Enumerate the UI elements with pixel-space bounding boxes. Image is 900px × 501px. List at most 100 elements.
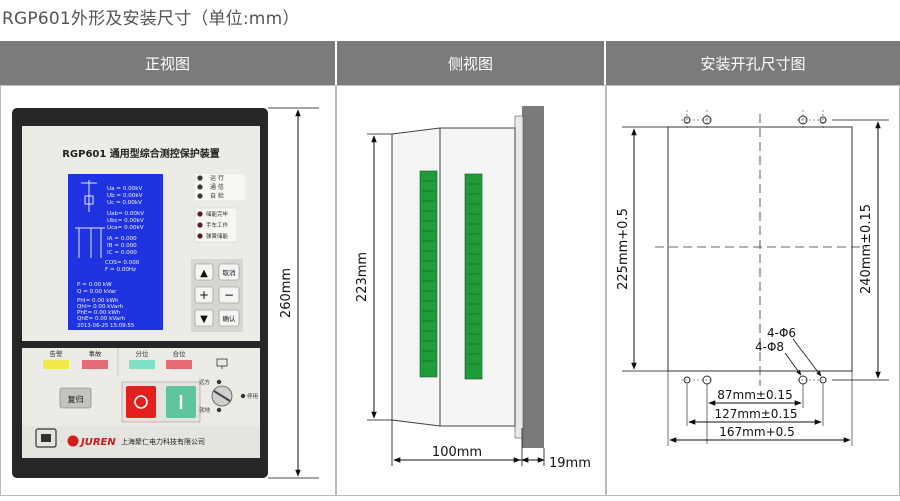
plus-icon: + xyxy=(199,288,209,302)
lcd-line: Uca= 0.00kV xyxy=(107,225,144,231)
switch-label-local: 就地 xyxy=(199,406,211,414)
keypad: ▲ 取消 + − ▼ 确认 xyxy=(191,259,243,332)
dimension-height-260: 260mm xyxy=(268,107,319,479)
lcd-datetime: 2013-06-25 15:09:55 xyxy=(77,323,134,329)
lcd-line: IB = 0.000 xyxy=(107,243,137,249)
lcd-line: QhE= 0.00 kVarh xyxy=(77,316,125,322)
status-led-label: 储能完毕 xyxy=(206,210,229,218)
arrow-down-icon: ▼ xyxy=(200,314,208,325)
status-led-label: 弹簧储能 xyxy=(206,232,229,240)
dimension-panel-19: 19mm xyxy=(520,448,591,471)
brand-name: JUREN xyxy=(79,437,116,448)
lcd-line: QhI= 0.00 kVarh xyxy=(77,304,124,310)
key-plus-button[interactable]: + xyxy=(194,286,214,304)
led-icon xyxy=(197,233,203,239)
hole-callouts: 4-Φ6 4-Φ8 xyxy=(755,326,822,377)
cutout-view-panel: 225mm+0.5 240mm±0.15 4-Φ6 4-Φ8 87mm±0.15… xyxy=(606,85,900,496)
dimension-holes-240: 240mm±0.15 xyxy=(832,119,889,381)
indicator-label: 通 信 xyxy=(210,183,224,191)
led-icon xyxy=(197,222,203,228)
svg-text:100mm: 100mm xyxy=(432,445,482,460)
lcd-line: Ub = 0.00kV xyxy=(107,193,143,199)
lcd-line: PhE= 0.00 kWh xyxy=(77,310,121,316)
svg-text:167mm+0.5: 167mm+0.5 xyxy=(719,425,794,439)
header-cutout-view: 安装开孔尺寸图 xyxy=(606,41,900,85)
lcd-line: P = 0.00 kW xyxy=(77,282,112,288)
svg-text:取消: 取消 xyxy=(223,268,237,277)
key-up-button[interactable]: ▲ xyxy=(194,263,214,281)
svg-text:19mm: 19mm xyxy=(549,456,591,471)
open-button[interactable] xyxy=(126,386,156,418)
lcd-line: Uc = 0.00kV xyxy=(107,200,142,206)
dimension-cutout-225: 225mm+0.5 xyxy=(616,126,668,372)
svg-text:260mm: 260mm xyxy=(279,268,294,318)
svg-text:225mm+0.5: 225mm+0.5 xyxy=(616,208,631,290)
hole-label-6: 4-Φ6 xyxy=(767,326,796,340)
key-confirm-button[interactable]: 确认 xyxy=(218,309,240,327)
device-case-side xyxy=(391,127,516,427)
lcd-diagram-icon xyxy=(75,180,105,258)
side-view-drawing: 223mm 100mm 19mm xyxy=(355,106,591,471)
lamp-label-closed: 合位 xyxy=(173,349,187,358)
lcd-line: Q = 0.00 kVar xyxy=(77,289,117,295)
alarm-lamp xyxy=(43,360,69,369)
lcd-line: Ua = 0.00kV xyxy=(107,186,142,192)
svg-text:确认: 确认 xyxy=(223,314,237,323)
front-view-panel: RGP601 通用型综合测控保护装置 Ua = 0.00kV Ub = 0.00… xyxy=(0,85,336,496)
lamp-label-fault: 事故 xyxy=(89,349,103,358)
fault-lamp xyxy=(82,360,108,369)
cutout-view-drawing: 225mm+0.5 240mm±0.15 4-Φ6 4-Φ8 87mm±0.15… xyxy=(616,110,889,446)
dimension-167: 167mm+0.5 xyxy=(667,371,853,446)
front-bezel xyxy=(514,115,524,439)
led-selfcheck-icon xyxy=(197,193,203,199)
svg-text:87mm±0.15: 87mm±0.15 xyxy=(717,388,792,402)
terminal-blocks xyxy=(419,170,483,380)
led-icon xyxy=(197,211,203,217)
status-led-label: 手车工作 xyxy=(206,221,229,229)
key-down-button[interactable]: ▼ xyxy=(194,309,214,327)
hole-label-8: 4-Φ8 xyxy=(755,340,784,354)
dimension-height-223: 223mm xyxy=(355,133,392,421)
power-off-icon xyxy=(134,395,148,409)
front-view-drawing: RGP601 通用型综合测控保护装置 Ua = 0.00kV Ub = 0.00… xyxy=(12,107,319,479)
close-button[interactable] xyxy=(166,386,196,418)
company-name: 上海聚仁电力科技有限公司 xyxy=(121,437,205,446)
terminal-block-right xyxy=(464,173,483,380)
lcd-line: F = 0.00Hz xyxy=(105,267,136,273)
svg-text:223mm: 223mm xyxy=(355,252,370,302)
header-front-view: 正视图 xyxy=(0,41,335,85)
indicator-label: 自 检 xyxy=(210,192,224,200)
lcd-line: PhI= 0.00 kWh xyxy=(77,298,119,304)
switch-label-disabled: 停用 xyxy=(247,392,258,400)
page-title: RGP601外形及安装尺寸（单位:mm） xyxy=(2,9,300,29)
dimension-127: 127mm±0.15 xyxy=(686,384,824,426)
lamp-label-alarm: 告警 xyxy=(50,349,64,358)
closed-lamp xyxy=(166,360,192,369)
indicator-label: 运 行 xyxy=(210,174,224,182)
header-side-view: 侧视图 xyxy=(337,41,604,85)
key-cancel-button[interactable]: 取消 xyxy=(218,263,240,281)
usb-port-icon[interactable] xyxy=(35,428,57,448)
selector-switch[interactable]: 远方 就地 停用 xyxy=(199,358,258,414)
lcd-line: IA = 0.000 xyxy=(107,236,137,242)
indicator-group: 运 行 通 信 自 检 xyxy=(195,174,245,200)
status-led-group: 储能完毕 手车工作 弹簧储能 xyxy=(194,207,238,243)
switch-label-remote: 远方 xyxy=(199,378,211,386)
open-lamp xyxy=(129,360,155,369)
reset-button[interactable]: 复归 xyxy=(59,387,92,409)
mounting-panel xyxy=(522,106,544,448)
device-title: RGP601 通用型综合测控保护装置 xyxy=(62,147,220,160)
side-view-panel: 223mm 100mm 19mm xyxy=(336,85,606,496)
led-run-icon xyxy=(197,175,203,181)
key-minus-button[interactable]: − xyxy=(218,286,240,304)
lamp-label-open: 分位 xyxy=(136,349,150,358)
arrow-up-icon: ▲ xyxy=(200,268,208,279)
led-comm-icon xyxy=(197,184,203,190)
svg-text:127mm±0.15: 127mm±0.15 xyxy=(714,407,797,421)
lcd-screen xyxy=(68,174,163,330)
lcd-line: Ubc= 0.00kV xyxy=(107,218,144,224)
lcd-line: IC = 0.000 xyxy=(107,250,137,256)
brand-logo: JUREN 上海聚仁电力科技有限公司 xyxy=(67,435,205,448)
dimension-depth-100: 100mm xyxy=(391,420,523,466)
svg-text:复归: 复归 xyxy=(68,394,84,404)
